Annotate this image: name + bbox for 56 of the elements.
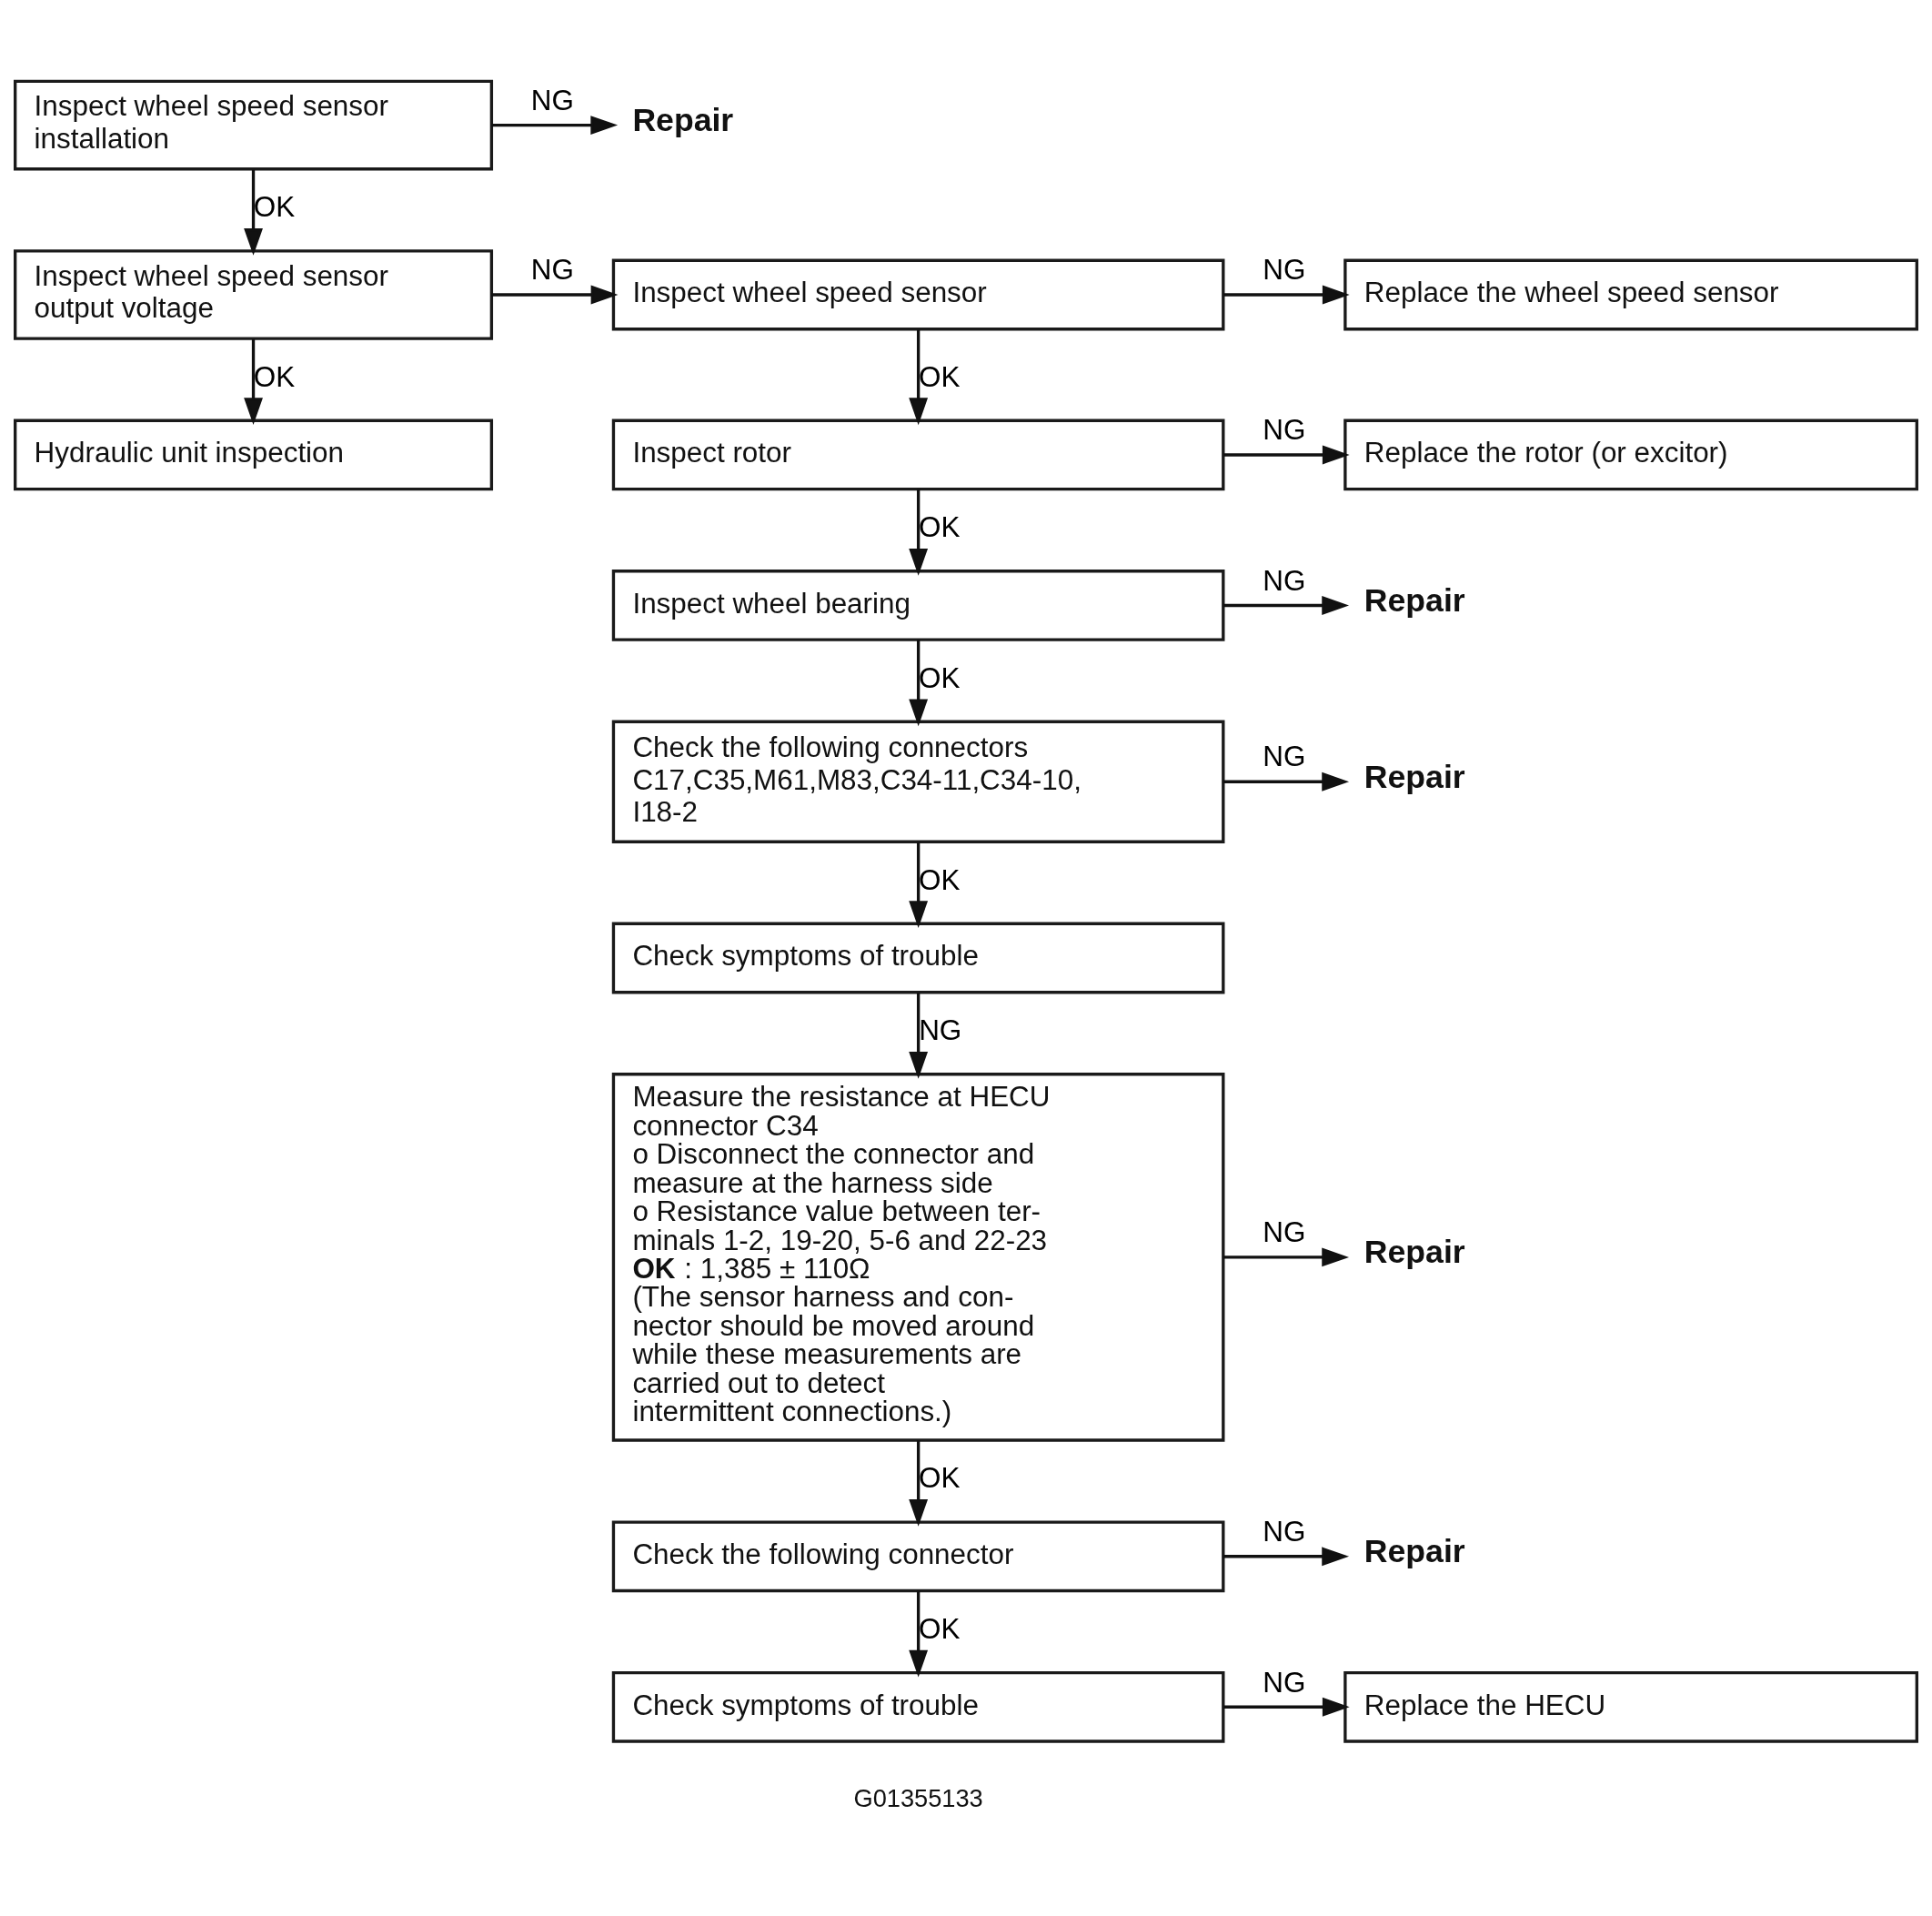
edge-label: NG <box>1263 1666 1306 1699</box>
node-text: Repair <box>1363 1234 1465 1271</box>
arrow <box>1223 1697 1350 1717</box>
edge-label: NG <box>1263 414 1306 447</box>
node-box: Replace the rotor (or excitor) <box>1343 418 1918 491</box>
arrow <box>1223 596 1350 615</box>
arrow <box>909 993 929 1079</box>
arrow <box>909 329 929 426</box>
node-box: Inspect wheel bearing <box>611 570 1225 641</box>
node-box: Check symptoms of trouble <box>611 1670 1225 1743</box>
edge-label: NG <box>530 84 574 116</box>
label: G01355133 <box>853 1784 983 1813</box>
node-text: Repair <box>1363 581 1465 619</box>
arrow <box>244 339 263 425</box>
node-text: Repair <box>1363 758 1465 795</box>
edge-label: NG <box>1263 254 1306 287</box>
node-box: Hydraulic unit inspection <box>14 418 494 491</box>
edge-label: NG <box>1263 1216 1306 1249</box>
arrow <box>909 1440 929 1527</box>
edge-label: NG <box>1263 741 1306 773</box>
arrow <box>491 285 619 305</box>
node-box: Check the following connectors C17,C35,M61,M83,C34-11,C34-10, I18-2 <box>611 720 1225 843</box>
edge-label: OK <box>253 360 296 393</box>
node-box: Inspect rotor <box>611 418 1225 491</box>
edge-label: OK <box>918 1612 961 1645</box>
arrow <box>491 116 619 135</box>
arrow <box>1223 445 1350 465</box>
arrow <box>909 640 929 727</box>
edge-label: NG <box>919 1014 962 1047</box>
arrow <box>909 842 929 929</box>
node-box: Inspect wheel speed sensor output voltage <box>14 249 494 340</box>
arrow <box>909 489 929 576</box>
edge-label: OK <box>253 191 296 224</box>
node-box: Inspect wheel speed sensor installation <box>14 79 494 171</box>
edge-label: OK <box>918 511 961 544</box>
arrow <box>1223 1247 1350 1267</box>
arrow <box>1223 285 1350 305</box>
edge-label: NG <box>1263 564 1306 597</box>
edge-label: OK <box>918 863 961 896</box>
arrow <box>1223 1547 1350 1567</box>
edge-label: OK <box>918 1462 961 1495</box>
node-box: Replace the wheel speed sensor <box>1343 258 1918 331</box>
node-box: Measure the resistance at HECU connector C34 o Disconnect the connector and measure at the harness side o Resistance value between ter- minals 1-2, 19-20, 5-6 and 22-23 OK : 1,385 ± 110Ω (The sensor harness and con- nector should be moved around while these measurements are carried out to detect intermittent connections.) <box>611 1073 1225 1442</box>
edge-label: NG <box>1263 1516 1306 1548</box>
node-box: Check symptoms of trouble <box>611 922 1225 994</box>
arrow <box>244 169 263 256</box>
node-text: Repair <box>632 102 734 139</box>
arrow <box>1223 771 1350 792</box>
node-box: Check the following connector <box>611 1520 1225 1593</box>
edge-label: NG <box>530 254 574 287</box>
edge-label: OK <box>918 661 961 694</box>
node-box: Inspect wheel speed sensor <box>611 258 1225 331</box>
edge-label: OK <box>918 360 961 393</box>
node-box: Replace the HECU <box>1343 1670 1918 1743</box>
node-text: Repair <box>1363 1533 1465 1570</box>
arrow <box>909 1590 929 1678</box>
